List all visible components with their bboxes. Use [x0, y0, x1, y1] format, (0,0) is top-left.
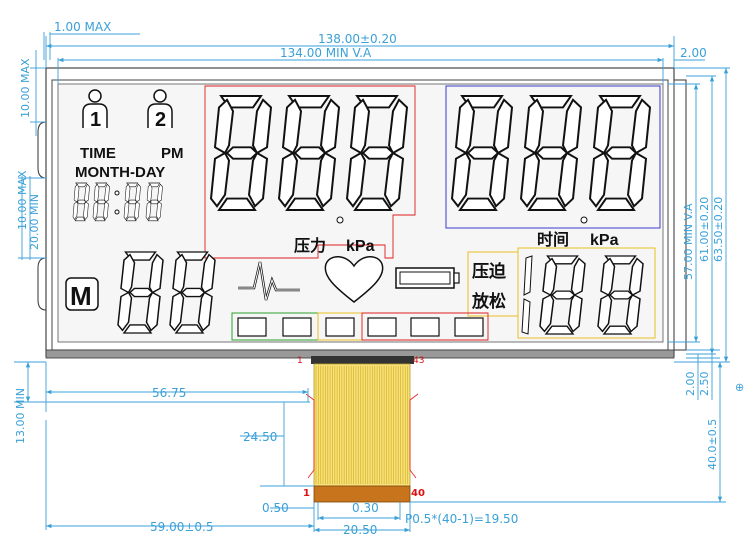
dim-height-61: 61.00±0.20: [698, 197, 711, 262]
pressure-unit-label: kPa: [346, 238, 375, 255]
dim-top-margin: 1.00 MAX: [54, 20, 111, 34]
user-2-number: 2: [155, 109, 166, 131]
yellow-label-box: [467, 251, 519, 317]
dim-left-mid-max: 10.00 MAX: [16, 170, 29, 230]
dim-va-height: 57.00 MIN V.A: [682, 203, 695, 280]
red-bar-group: [361, 312, 489, 341]
panel-pin-last: 43: [413, 356, 424, 366]
fpc-pin-last: 40: [411, 488, 425, 499]
panel-pin-first: 1: [297, 356, 303, 366]
clock-digits: [72, 182, 163, 222]
time-digits: [451, 95, 651, 224]
dim-bottom-250: 2.50: [698, 372, 711, 397]
red-pressure-group: [204, 85, 416, 259]
press-cn-label: 压迫: [472, 261, 507, 281]
dim-left-offset: 59.00±0.5: [150, 520, 214, 534]
dim-fpc-width: 20.50: [343, 523, 377, 537]
dim-fpc-total: 40.0±0.5: [706, 419, 719, 470]
dim-pin-width: 0.30: [352, 501, 379, 515]
pm-label: PM: [161, 145, 184, 162]
fpc-connector: [305, 356, 419, 503]
pressure-digits: [210, 95, 408, 224]
user-icon-2: 2: [147, 89, 173, 131]
user-1-number: 1: [90, 109, 101, 131]
dim-right-margin: 2.00: [680, 46, 707, 60]
right-bump: [673, 79, 687, 351]
time-unit-label: kPa: [590, 232, 619, 249]
left-bump-2: [37, 257, 47, 311]
dim-height-63: 63.50±0.20: [712, 197, 725, 262]
dim-overall-width: 138.00±0.20: [318, 32, 397, 46]
battery-icon: [395, 267, 460, 289]
fpc-pin-first: 1: [303, 488, 310, 499]
month-day-label: MONTH-DAY: [75, 164, 165, 181]
dim-fpc-min: 13.00 MIN: [14, 388, 27, 444]
heart-icon: [324, 256, 384, 303]
dim-fpc-inner: 24.50: [243, 430, 277, 444]
level-bars: [237, 317, 484, 337]
time-label: TIME: [80, 145, 116, 162]
dim-tiny-mark: ⊕: [733, 383, 746, 392]
dim-left-mid-min: 20.00 MIN: [28, 194, 41, 250]
dim-pitch-gap: 0.50: [262, 501, 289, 515]
dim-left-top: 10.00 MAX: [19, 58, 32, 118]
dim-fpc-offset: 56.75: [152, 386, 186, 400]
dim-view-area-width: 134.00 MIN V.A: [280, 46, 372, 60]
memory-label: M: [70, 281, 92, 311]
memory-box: [65, 277, 99, 311]
blue-time-group: [445, 85, 661, 229]
dim-bottom-2: 2.00: [684, 372, 697, 397]
relax-cn-label: 放松: [471, 291, 506, 311]
left-bump-1: [37, 121, 47, 179]
time-cn-label: 时间: [537, 230, 569, 249]
right-digits: [521, 255, 644, 335]
dim-pitch-formula: P0.5*(40-1)=19.50: [405, 512, 518, 526]
user-icon-1: 1: [82, 89, 108, 131]
pressure-cn-label: 压力: [294, 236, 326, 255]
